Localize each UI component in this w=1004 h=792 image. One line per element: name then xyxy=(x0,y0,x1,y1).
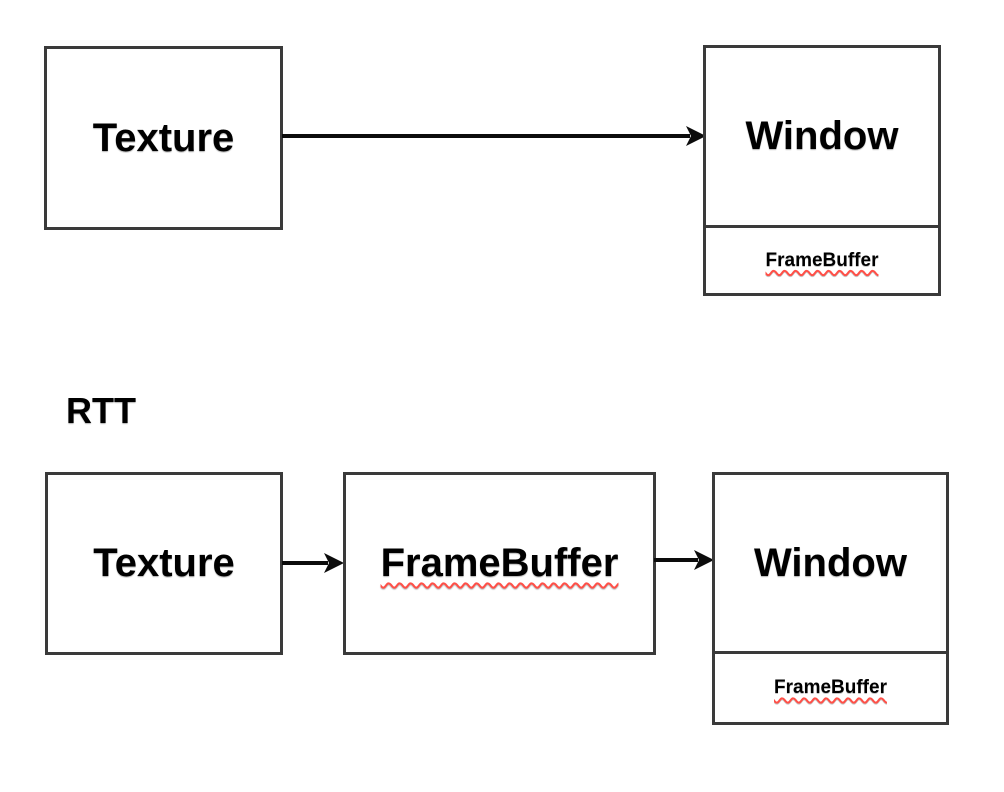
window-box-rtt-compartment: FrameBuffer xyxy=(715,651,946,722)
window-box-rtt-label: Window xyxy=(754,540,907,585)
window-box-rtt-framebuffer-label: FrameBuffer xyxy=(774,677,887,698)
arrow-framebuffer-to-window xyxy=(654,550,714,570)
arrow-texture-to-framebuffer xyxy=(282,553,344,573)
window-box-rtt-main: Window xyxy=(715,475,946,651)
texture-box-top: Texture xyxy=(44,46,283,230)
window-box-top: Window FrameBuffer xyxy=(703,45,941,296)
rtt-heading: RTT xyxy=(66,390,136,431)
texture-box-rtt-label: Texture xyxy=(93,541,235,585)
window-box-rtt: Window FrameBuffer xyxy=(712,472,949,725)
arrow-texture-to-window-top xyxy=(282,126,706,146)
window-box-top-framebuffer-label: FrameBuffer xyxy=(765,249,879,271)
texture-box-top-label: Texture xyxy=(92,115,235,160)
window-box-top-main: Window xyxy=(706,48,938,225)
window-box-top-compartment: FrameBuffer xyxy=(706,225,938,293)
framebuffer-box: FrameBuffer xyxy=(343,472,656,655)
framebuffer-box-label: FrameBuffer xyxy=(380,541,619,585)
texture-box-rtt: Texture xyxy=(45,472,283,655)
window-box-top-label: Window xyxy=(745,114,899,158)
